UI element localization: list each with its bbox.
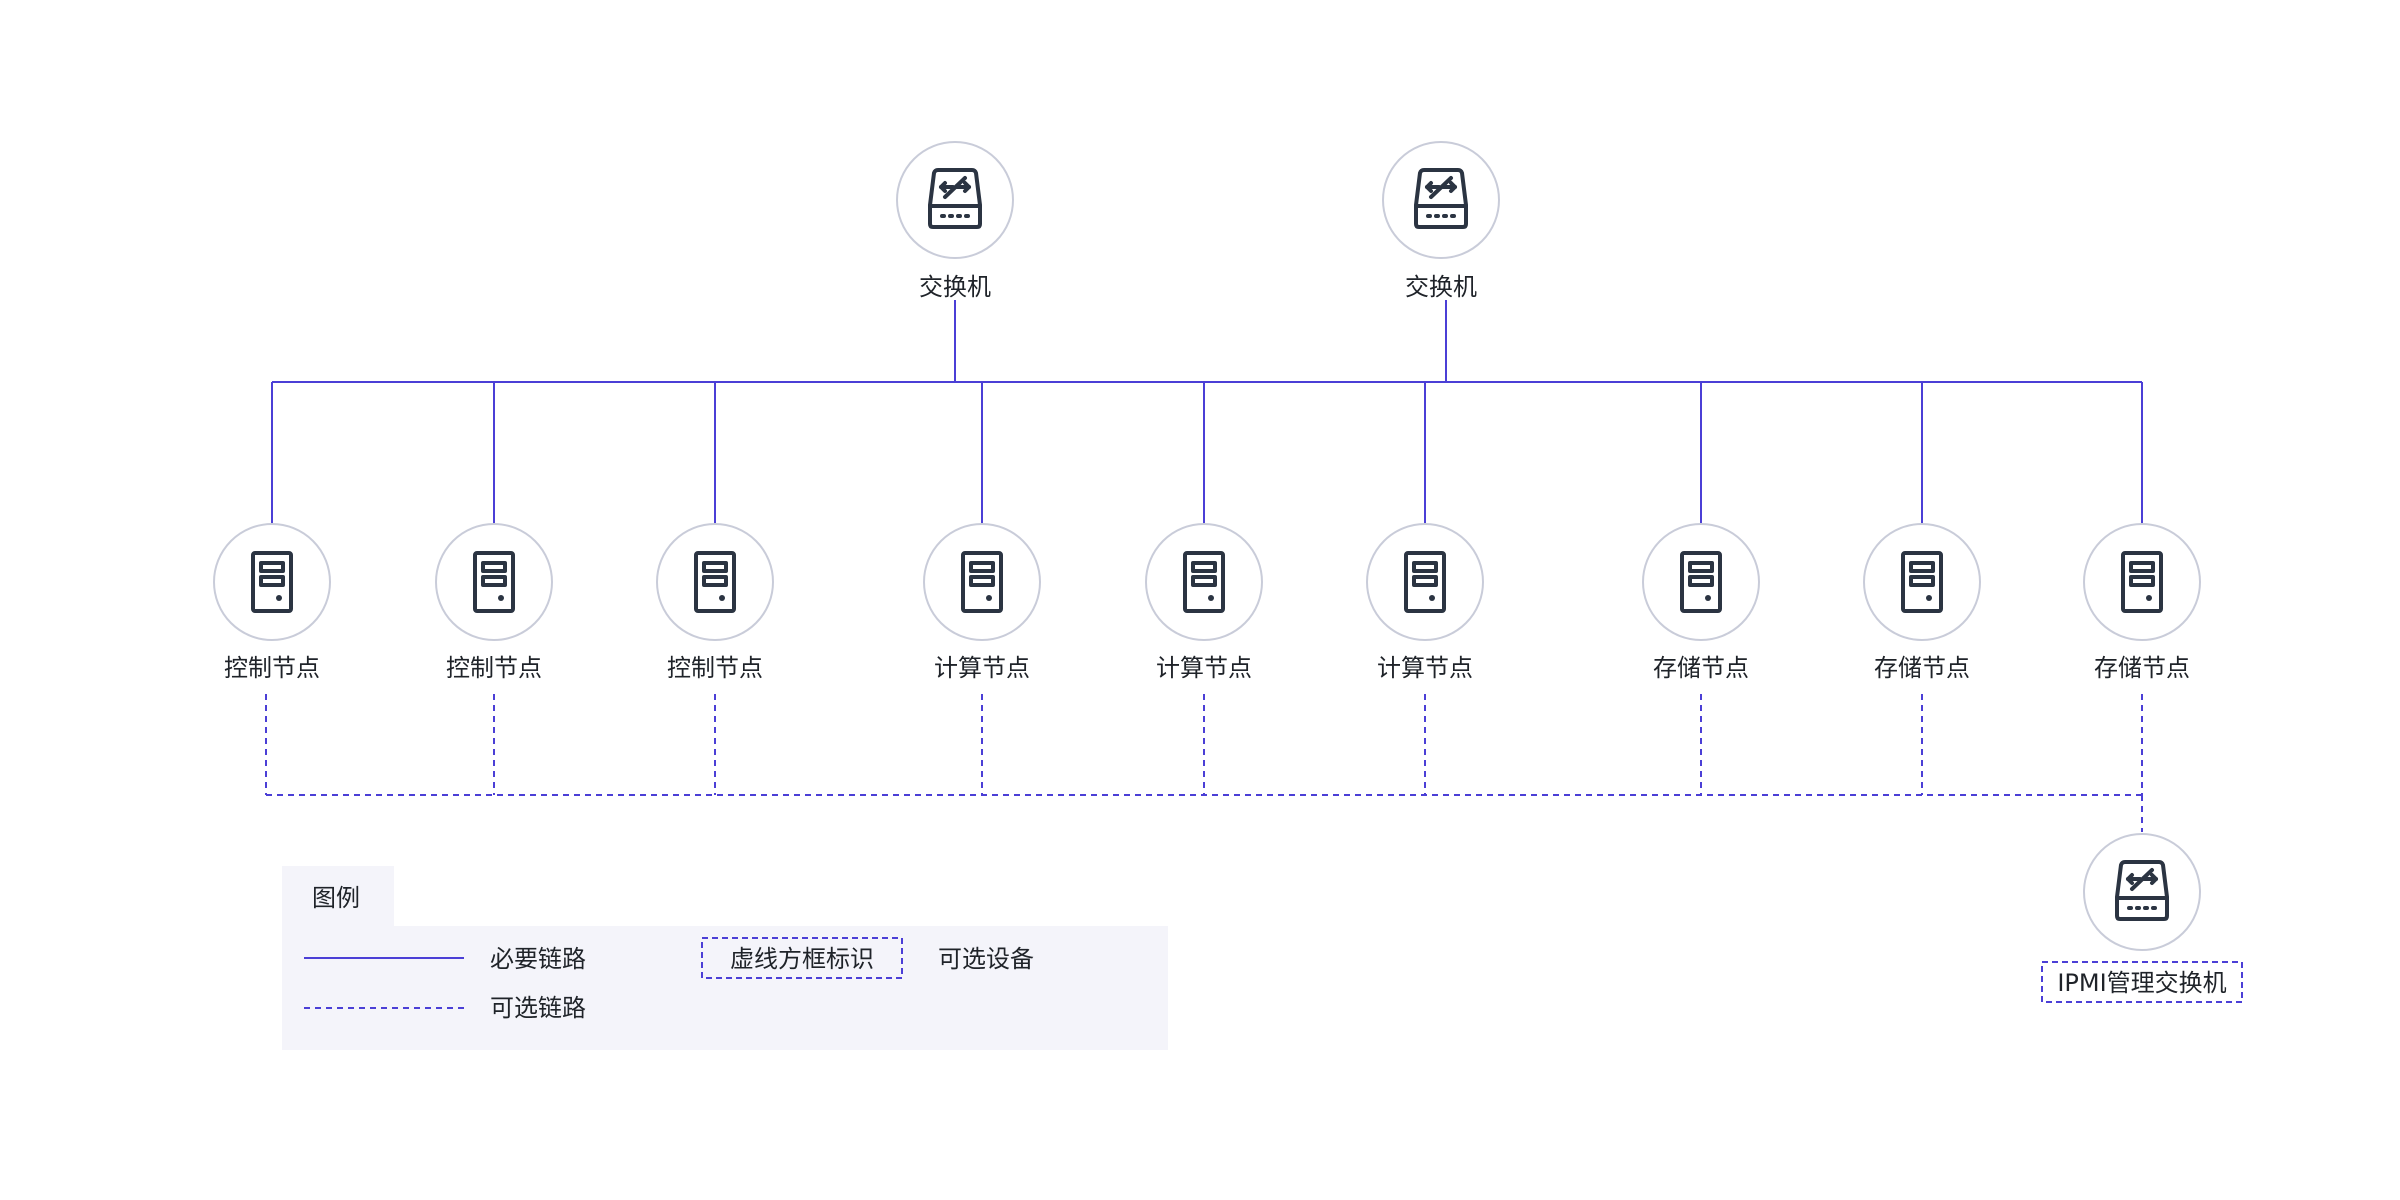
switch-label: 交换机	[919, 273, 991, 301]
required-link-label: 必要链路	[490, 945, 586, 973]
optional-device-label: 可选设备	[938, 945, 1034, 973]
server-icon	[2121, 551, 2163, 613]
legend-panel	[282, 926, 1168, 1050]
dashed-box-sample	[701, 937, 903, 979]
node-label: 计算节点	[1377, 654, 1473, 682]
node-circle	[1145, 523, 1263, 641]
node-label: 控制节点	[224, 654, 320, 682]
legend-title: 图例	[312, 884, 360, 912]
dashed-box-label: 虚线方框标识	[730, 945, 874, 973]
node-drop-links	[271, 382, 2143, 524]
optional-links	[265, 694, 2143, 832]
node-label: 存储节点	[2094, 654, 2190, 682]
switch-2: 交换机	[1382, 141, 1500, 301]
server-node: 控制节点	[213, 523, 331, 682]
node-optional-links	[265, 694, 2143, 795]
node-label: 存储节点	[1653, 654, 1749, 682]
optional-link-label: 可选链路	[490, 994, 586, 1022]
network-switch-icon	[1414, 168, 1468, 229]
switch-label: 交换机	[1405, 273, 1477, 301]
server-nodes: 控制节点 控制节点 控制节点 计算节点 计算节点 计算节点 存储节点 存储节点 存储节点	[213, 523, 2201, 682]
node-circle	[435, 523, 553, 641]
server-node: 控制节点	[435, 523, 553, 682]
server-icon	[473, 551, 515, 613]
node-circle	[923, 523, 1041, 641]
server-node: 计算节点	[923, 523, 1041, 682]
server-icon	[1901, 551, 1943, 613]
switch-1: 交换机	[896, 141, 1014, 301]
network-switch-icon	[928, 168, 982, 229]
switch-circle	[2083, 833, 2201, 951]
node-circle	[1863, 523, 1981, 641]
node-circle	[656, 523, 774, 641]
network-switch-icon	[2115, 860, 2169, 921]
node-circle	[1642, 523, 1760, 641]
server-icon	[251, 551, 293, 613]
server-icon	[1404, 551, 1446, 613]
server-node: 存储节点	[2083, 523, 2201, 682]
server-node: 存储节点	[1863, 523, 1981, 682]
server-icon	[694, 551, 736, 613]
server-icon	[1680, 551, 1722, 613]
ipmi-switch-label: IPMI管理交换机	[2057, 969, 2226, 997]
legend-tab	[282, 866, 394, 928]
required-links	[271, 300, 2143, 524]
server-icon	[961, 551, 1003, 613]
node-label: 控制节点	[667, 654, 763, 682]
server-node: 计算节点	[1145, 523, 1263, 682]
node-label: 计算节点	[1156, 654, 1252, 682]
node-label: 存储节点	[1874, 654, 1970, 682]
optional-device-box	[2041, 961, 2243, 1003]
node-label: 计算节点	[934, 654, 1030, 682]
node-circle	[1366, 523, 1484, 641]
switch-circle	[1382, 141, 1500, 259]
node-label: 控制节点	[446, 654, 542, 682]
node-circle	[213, 523, 331, 641]
switch-circle	[896, 141, 1014, 259]
server-node: 存储节点	[1642, 523, 1760, 682]
server-node: 计算节点	[1366, 523, 1484, 682]
node-circle	[2083, 523, 2201, 641]
legend: 图例 必要链路 可选链路 虚线方框标识 可选设备	[282, 866, 1168, 1050]
ipmi-switch: IPMI管理交换机	[2041, 833, 2243, 1003]
server-node: 控制节点	[656, 523, 774, 682]
server-icon	[1183, 551, 1225, 613]
